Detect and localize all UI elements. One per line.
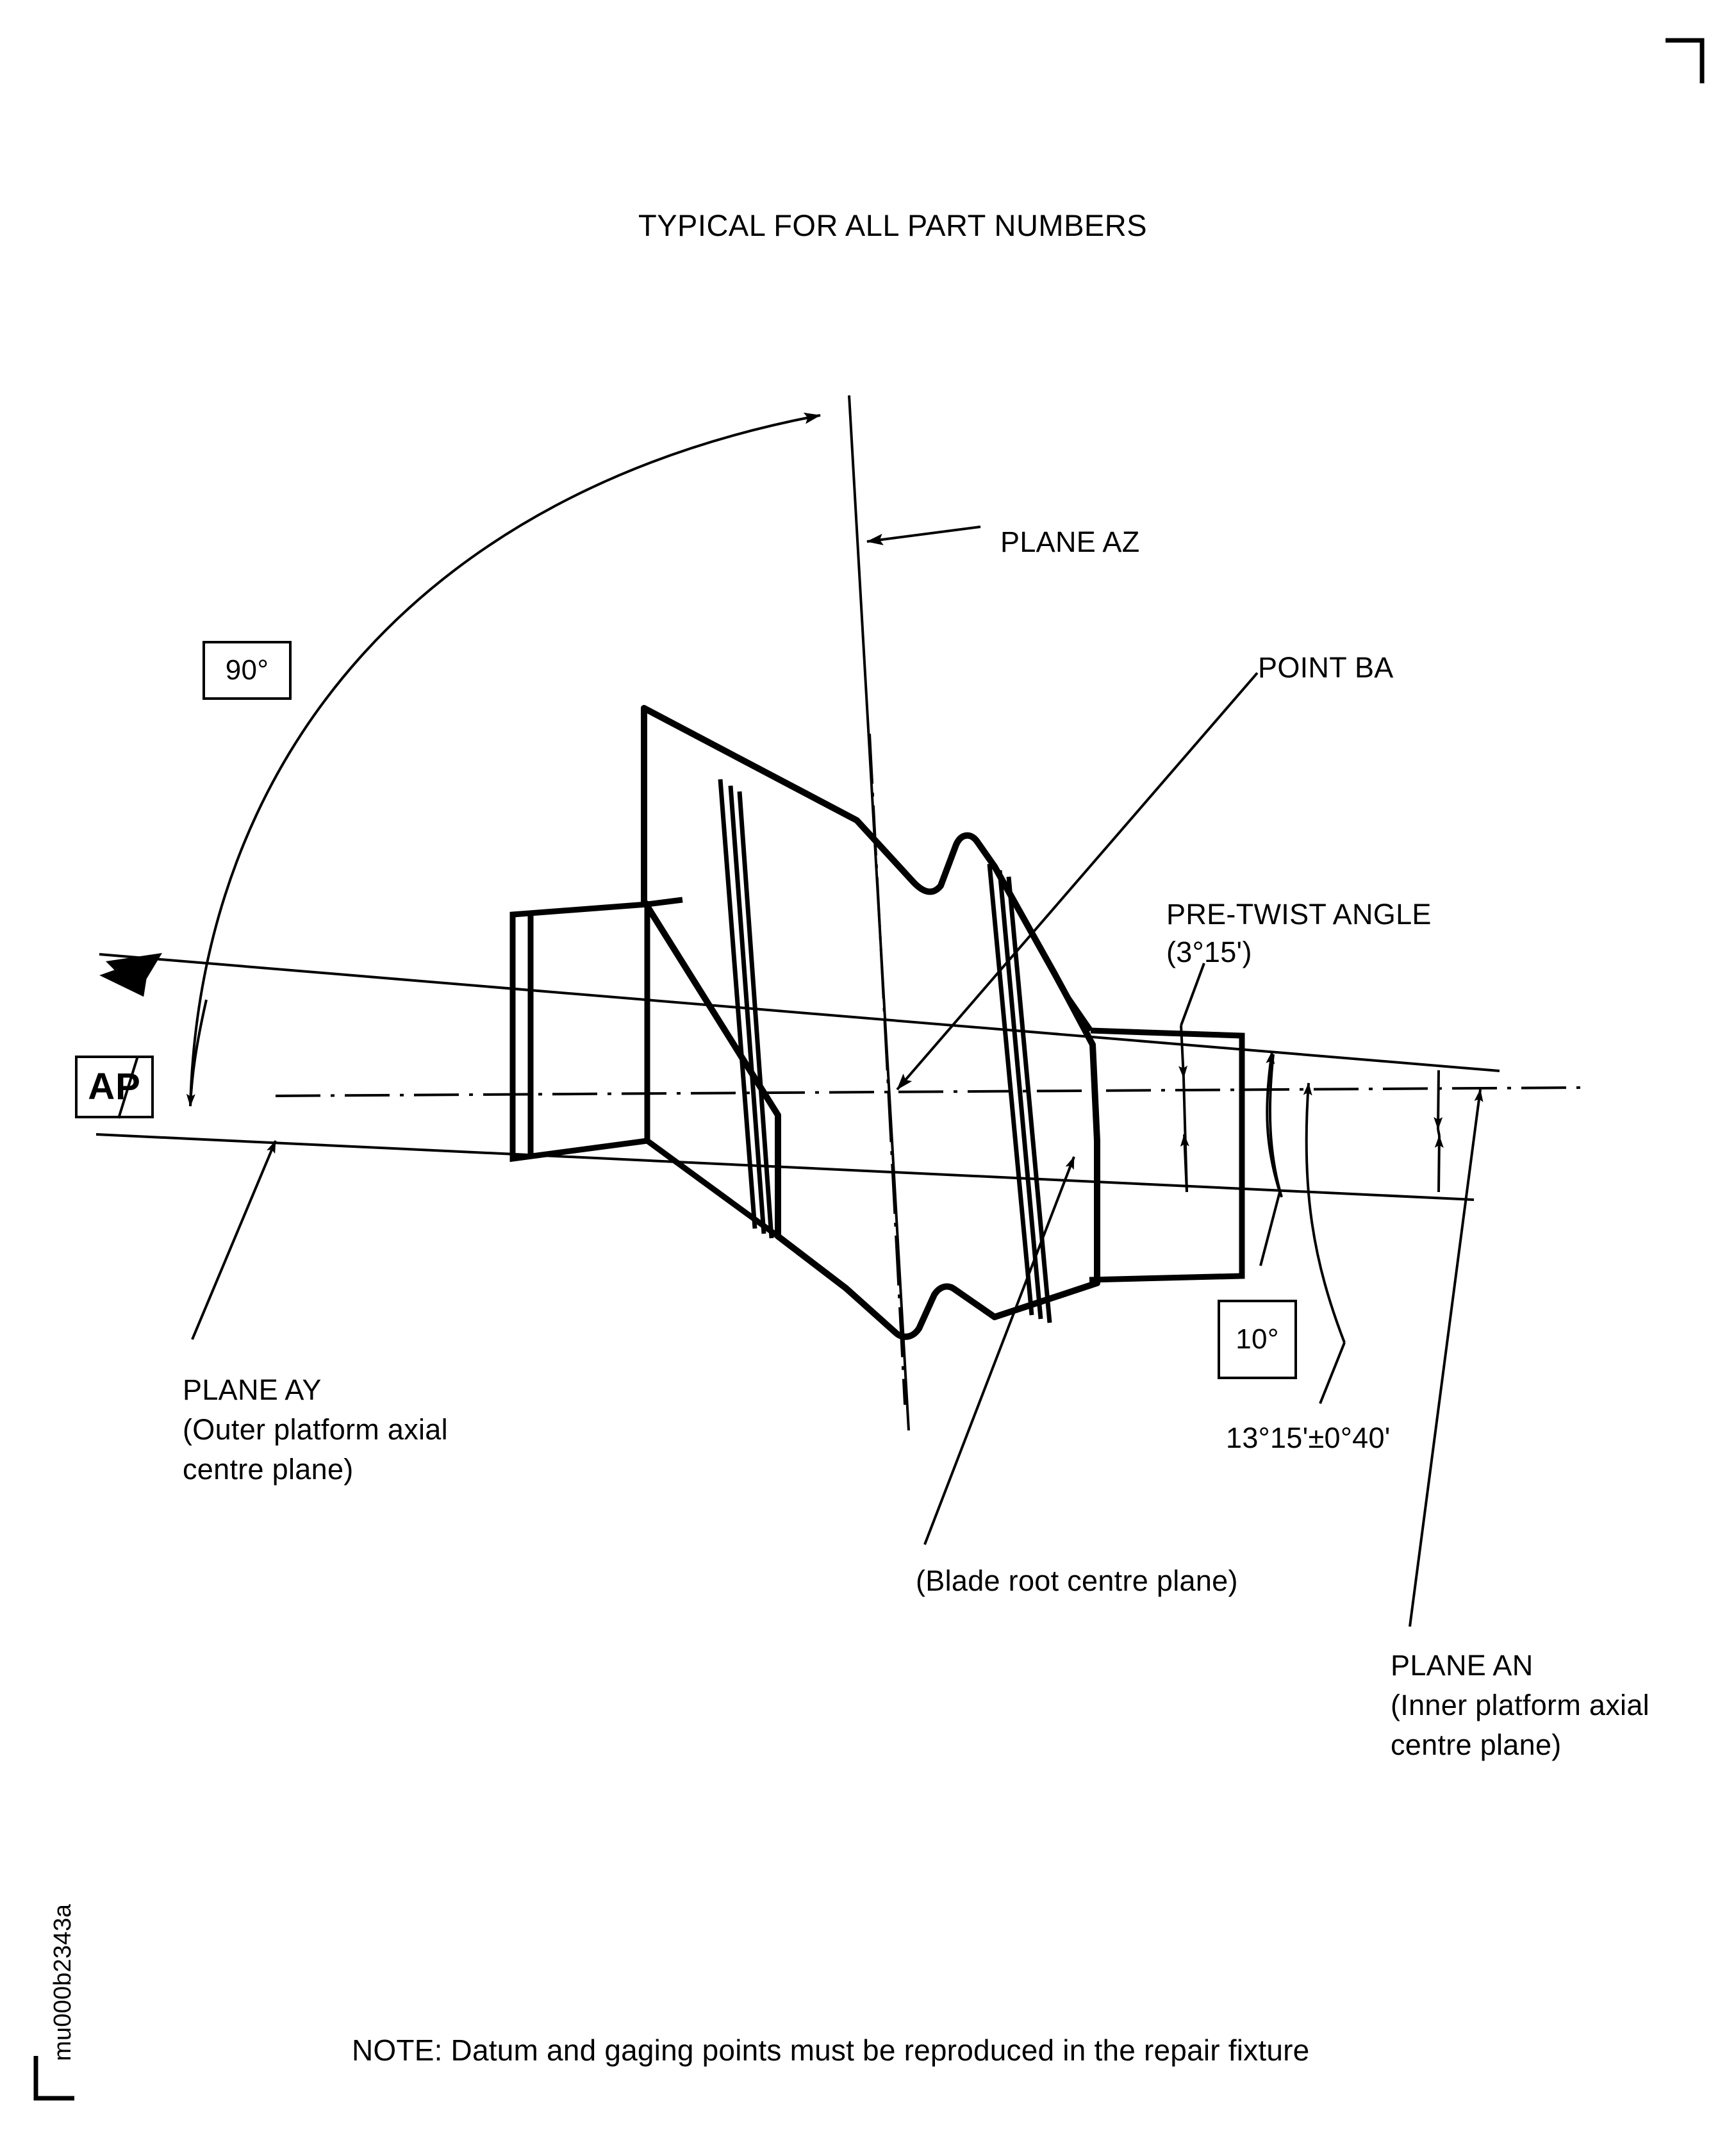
point-ba-leader <box>896 672 1259 1091</box>
angle-10-leader <box>1259 1191 1281 1266</box>
blade-root-centre-plane-line <box>868 733 906 1405</box>
inner-platform-right-box <box>1089 1027 1245 1283</box>
pre-twist-angle-label: PRE-TWIST ANGLE <box>1166 898 1432 931</box>
plane-az-label: PLANE AZ <box>1000 526 1140 558</box>
angle-90-box: 90° <box>203 641 292 700</box>
airfoil-rib-lines-right <box>987 863 1052 1323</box>
point-ba-label: POINT BA <box>1258 651 1394 684</box>
pre-twist-dimension-arrows <box>1178 1025 1189 1193</box>
pre-twist-leader <box>1180 963 1205 1026</box>
angle-90-arc-lower-arrow <box>186 999 208 1107</box>
pre-twist-angle-value: (3°15') <box>1166 936 1252 968</box>
page-title: TYPICAL FOR ALL PART NUMBERS <box>638 208 1148 242</box>
plane-an-label: PLANE AN <box>1391 1649 1533 1682</box>
airfoil-rib-lines-left <box>718 779 774 1239</box>
angle-13-15-dimension: 13°15'±0°40' <box>1226 1421 1391 1454</box>
plane-an-desc-line1: (Inner platform axial <box>1391 1689 1649 1721</box>
angle-90-arc <box>189 412 821 1107</box>
datum-ap-value: AP <box>88 1065 141 1107</box>
axis-centre-line <box>275 1086 1583 1097</box>
blade-root-centre-plane-label: (Blade root centre plane) <box>916 1564 1238 1597</box>
datum-ap-box: AP <box>75 1056 154 1118</box>
datum-ap-leader <box>117 1056 139 1119</box>
plane-ay-line <box>99 953 1500 1072</box>
drawing-code: mu000b2343a <box>49 1903 76 2061</box>
plane-az-leader <box>866 526 981 545</box>
plane-ay-desc-line1: (Outer platform axial <box>183 1413 448 1446</box>
corner-crop-mark-top-right <box>1666 38 1705 83</box>
plane-ay-leader <box>191 1140 277 1340</box>
angle-90-value: 90° <box>225 654 269 686</box>
corner-crop-mark-bottom-left <box>33 2056 74 2101</box>
airfoil-body-outline <box>641 705 1100 1340</box>
blade-root-leader <box>923 1156 1075 1545</box>
plane-an-desc-line2: centre plane) <box>1391 1728 1562 1761</box>
angle-13-15-arc <box>1303 1082 1346 1343</box>
inner-platform-edges <box>1064 993 1093 1032</box>
angle-10-dimension-arrows <box>1434 1070 1444 1193</box>
plane-an-leader <box>1409 1089 1484 1627</box>
plane-an-line <box>95 1133 1475 1201</box>
datum-ap-triangle-marker <box>106 953 162 993</box>
angle-10-arc-lower <box>1268 1054 1283 1198</box>
angle-13-15-leader <box>1319 1342 1346 1404</box>
angle-10-box: 10° <box>1218 1300 1297 1379</box>
outer-platform-left-box <box>509 901 650 1163</box>
sheet-note: NOTE: Datum and gaging points must be re… <box>352 2034 1310 2067</box>
angle-10-value: 10° <box>1236 1323 1279 1355</box>
plane-ay-label: PLANE AY <box>183 1373 322 1406</box>
plane-ay-desc-line2: centre plane) <box>183 1453 354 1486</box>
